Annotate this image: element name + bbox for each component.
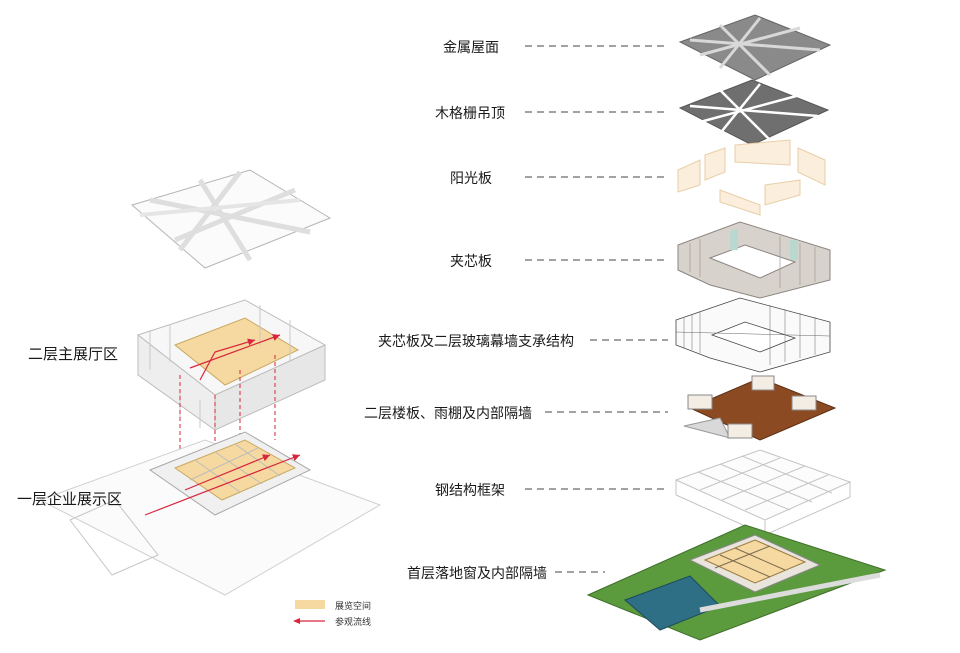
legend-exhibition-swatch (295, 600, 325, 609)
legend-exhibition-label: 展览空间 (335, 602, 372, 612)
zone-label-second-floor: 二层主展厅区 (28, 345, 119, 363)
layer-label-second-floor-slab: 二层楼板、雨棚及内部隔墙 (364, 406, 532, 422)
legend-flow-label: 参观流线 (335, 618, 372, 628)
metal-roof-layer (678, 14, 832, 81)
layer-label-metal-roof: 金属屋面 (443, 40, 499, 56)
ground-floor-layer (586, 524, 887, 641)
zone-label-first-floor: 一层企业展示区 (17, 490, 123, 508)
layer-label-wood-grille-ceiling: 木格栅吊顶 (435, 106, 505, 122)
layer-label-curtain-wall-support: 夹芯板及二层玻璃幕墙支承结构 (378, 334, 574, 350)
left-second-floor-block (136, 299, 327, 431)
leader-lines (525, 45, 668, 573)
second-floor-slab-layer (683, 375, 837, 441)
curtain-wall-support-layer (675, 297, 831, 373)
left-site-plan (38, 431, 382, 596)
layer-label-steel-frame: 钢结构框架 (435, 483, 505, 499)
layer-label-sunshine-panel: 阳光板 (450, 171, 492, 187)
wood-grille-ceiling-layer (678, 79, 830, 146)
sandwich-panel-layer (677, 221, 831, 299)
left-roof-lattice (130, 169, 332, 269)
layer-label-ground-floor: 首层落地窗及内部隔墙 (407, 566, 547, 582)
steel-frame-layer (674, 449, 852, 536)
layer-label-sandwich-panel: 夹芯板 (450, 254, 492, 270)
sunshine-panel-layer (677, 139, 826, 216)
legend-flow-arrow (293, 618, 325, 624)
